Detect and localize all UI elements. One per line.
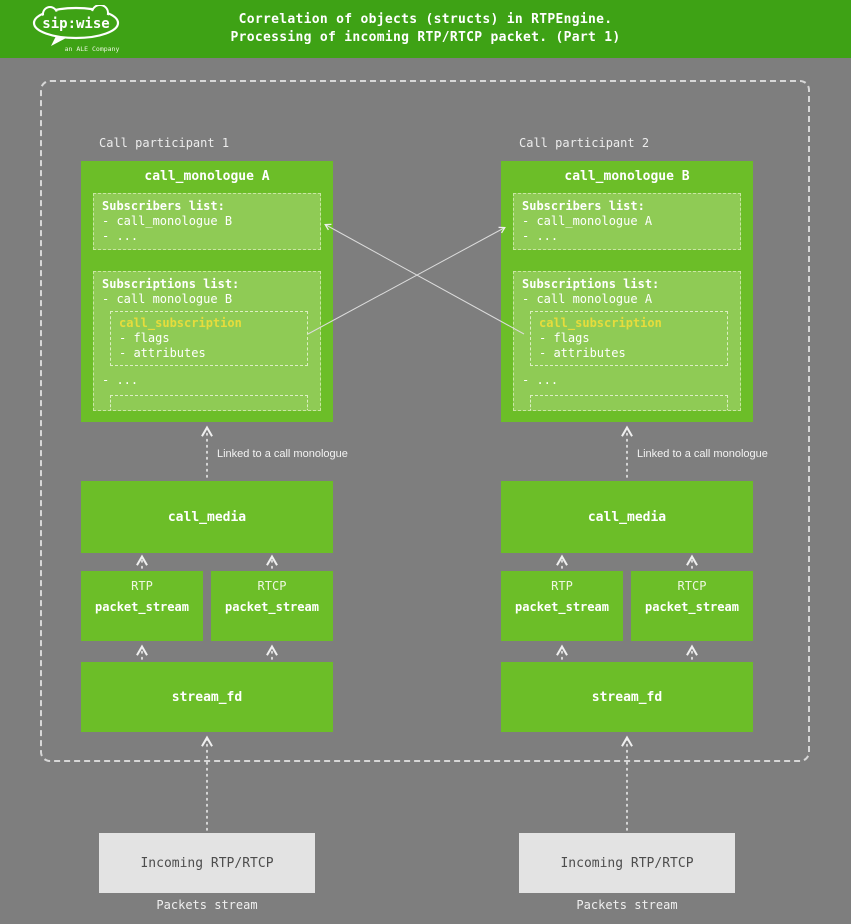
linked-note: Linked to a call monologue [217, 448, 348, 460]
packet-stream-label: packet_stream [645, 600, 739, 614]
call-subscription-partial-box [110, 395, 308, 410]
incoming-packets-box: Incoming RTP/RTCP [99, 833, 315, 893]
packet-stream-box-rtp: RTP packet_stream [501, 571, 623, 641]
sipwise-logo: sip:wise an ALE Company [26, 4, 130, 55]
subscription-field: - attributes [119, 346, 206, 360]
packets-stream-label: Packets stream [576, 898, 678, 912]
stream-fd-box: stream_fd [501, 662, 753, 732]
subscription-item: - call monologue B [102, 292, 233, 306]
header-title: Correlation of objects (structs) in RTPE… [0, 11, 851, 47]
subscribers-list-box: Subscribers list: - call_monologue B - .… [93, 193, 321, 250]
stream-fd-box: stream_fd [81, 662, 333, 732]
packet-stream-box-rtp: RTP packet_stream [81, 571, 203, 641]
packet-stream-label: packet_stream [95, 600, 189, 614]
subscriptions-title: Subscriptions list: [102, 277, 240, 291]
subscriber-item: - ... [522, 229, 559, 243]
subscriptions-more: - ... [522, 373, 559, 387]
rtpengine-frame [40, 80, 810, 762]
subscription-field: - flags [119, 331, 170, 345]
protocol-label: RTP [551, 579, 573, 593]
logo-tagline: an ALE Company [65, 45, 120, 53]
protocol-label: RTCP [677, 579, 707, 593]
call-media-box: call_media [81, 481, 333, 553]
subscriber-item: - call_monologue B [102, 214, 233, 228]
protocol-label: RTP [131, 579, 153, 593]
packet-stream-label: packet_stream [515, 600, 609, 614]
call-subscription-box: call_subscription - flags - attributes [110, 311, 308, 366]
subscriber-item: - ... [102, 229, 139, 243]
monologue-title: call_monologue B [564, 169, 690, 184]
subscribers-list-box: Subscribers list: - call_monologue A - .… [513, 193, 741, 250]
call-media-box: call_media [501, 481, 753, 553]
call-monologue-box: call_monologue B Subscribers list: - cal… [501, 161, 753, 422]
subscriptions-list-box: Subscriptions list: - call monologue B c… [93, 271, 321, 411]
participant-label: Call participant 2 [519, 136, 650, 150]
call-subscription-partial-box [530, 395, 728, 410]
logo-text: sip:wise [42, 16, 109, 32]
call-subscription-title: call_subscription [119, 316, 242, 330]
packet-stream-box-rtcp: RTCP packet_stream [211, 571, 333, 641]
protocol-label: RTCP [257, 579, 287, 593]
header-bar: sip:wise an ALE Company Correlation of o… [0, 0, 851, 58]
participant-column-1: Call participant 1 call_monologue A Subs… [81, 130, 348, 920]
call-monologue-box: call_monologue A Subscribers list: - cal… [81, 161, 333, 422]
subscriptions-title: Subscriptions list: [522, 277, 660, 291]
subscription-item: - call monologue A [522, 292, 653, 306]
packet-stream-box-rtcp: RTCP packet_stream [631, 571, 753, 641]
subscriber-item: - call_monologue A [522, 214, 653, 228]
packets-stream-label: Packets stream [156, 898, 258, 912]
monologue-title: call_monologue A [144, 169, 270, 184]
subscriptions-more: - ... [102, 373, 139, 387]
participant-column-2: Call participant 2 call_monologue B Subs… [501, 130, 768, 920]
sipwise-logo-cloud: sip:wise an ALE Company [32, 4, 120, 53]
linked-note: Linked to a call monologue [637, 448, 768, 460]
participant-label: Call participant 1 [99, 136, 230, 150]
call-subscription-title: call_subscription [539, 316, 662, 330]
incoming-packets-box: Incoming RTP/RTCP [519, 833, 735, 893]
subscriptions-list-box: Subscriptions list: - call monologue A c… [513, 271, 741, 411]
subscribers-title: Subscribers list: [522, 199, 645, 213]
subscription-field: - attributes [539, 346, 626, 360]
header-title-line1: Correlation of objects (structs) in RTPE… [238, 12, 613, 27]
packet-stream-label: packet_stream [225, 600, 319, 614]
subscribers-title: Subscribers list: [102, 199, 225, 213]
call-subscription-box: call_subscription - flags - attributes [530, 311, 728, 366]
subscription-field: - flags [539, 331, 590, 345]
header-title-line2: Processing of incoming RTP/RTCP packet. … [230, 30, 621, 45]
